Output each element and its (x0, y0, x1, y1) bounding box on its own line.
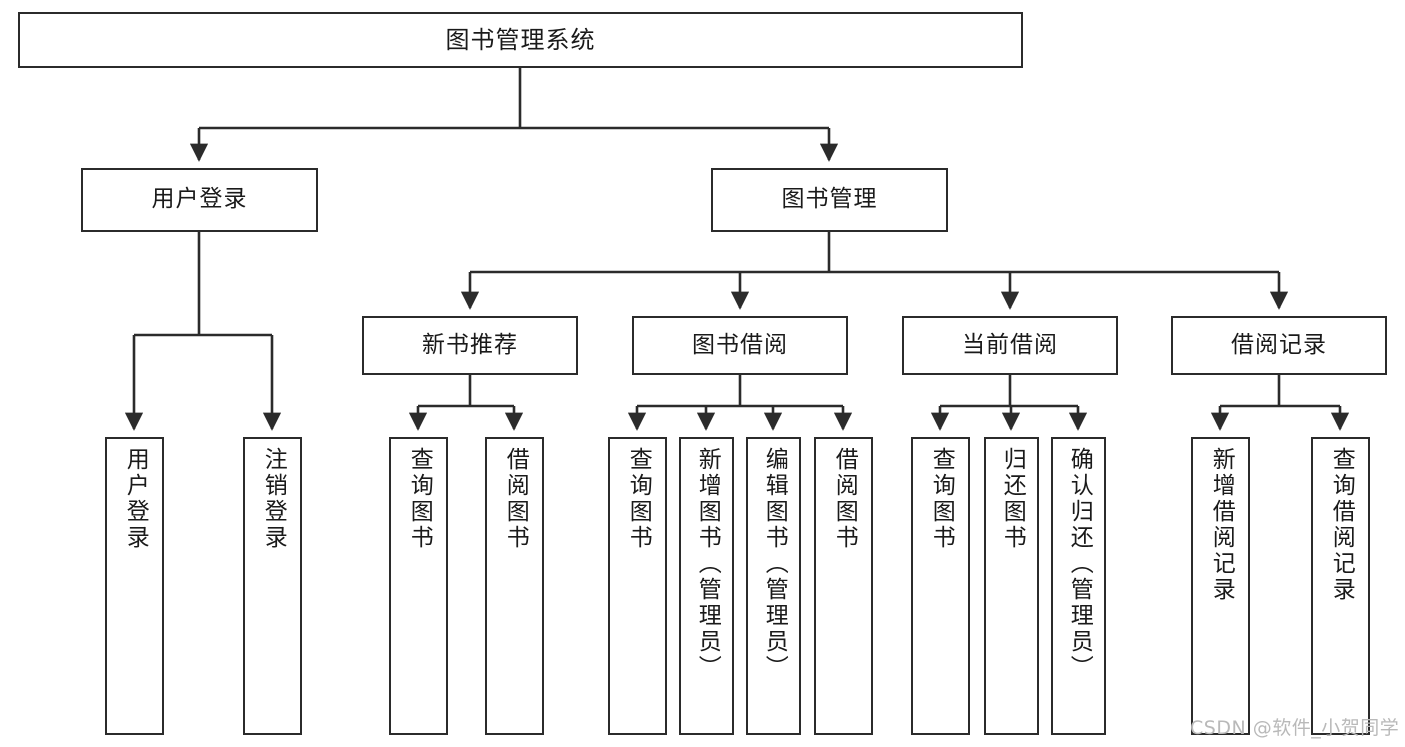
node-borrow-record[interactable]: 借阅记录 (1171, 316, 1387, 375)
leaf-query-book-3-label: 查询图书 (928, 447, 955, 551)
node-new-book-rec[interactable]: 新书推荐 (362, 316, 578, 375)
leaf-user-login-label: 用户登录 (122, 447, 149, 551)
leaf-query-book-1-label: 查询图书 (406, 447, 433, 551)
node-borrow-record-label: 借阅记录 (1231, 331, 1327, 358)
node-book-manage-label: 图书管理 (781, 186, 878, 213)
node-user-login-label: 用户登录 (151, 186, 248, 213)
node-root-label: 图书管理系统 (445, 25, 596, 54)
node-book-borrow[interactable]: 图书借阅 (632, 316, 848, 375)
leaf-add-book-label: 新增图书（管理员） (694, 447, 721, 681)
node-book-borrow-label: 图书借阅 (692, 331, 788, 358)
leaf-return-book[interactable]: 归还图书 (984, 437, 1039, 735)
leaf-query-record-label: 查询借阅记录 (1328, 447, 1355, 603)
leaf-edit-book-label: 编辑图书（管理员） (761, 447, 788, 681)
leaf-edit-book[interactable]: 编辑图书（管理员） (746, 437, 801, 735)
leaf-logout[interactable]: 注销登录 (243, 437, 302, 735)
node-new-book-rec-label: 新书推荐 (422, 331, 518, 358)
leaf-user-login[interactable]: 用户登录 (105, 437, 164, 735)
node-book-manage[interactable]: 图书管理 (711, 168, 948, 232)
leaf-confirm-return[interactable]: 确认归还（管理员） (1051, 437, 1106, 735)
leaf-query-record[interactable]: 查询借阅记录 (1311, 437, 1370, 735)
leaf-borrow-book-1[interactable]: 借阅图书 (485, 437, 544, 735)
leaf-query-book-2-label: 查询图书 (625, 447, 652, 551)
leaf-borrow-book-1-label: 借阅图书 (502, 447, 529, 551)
node-root[interactable]: 图书管理系统 (18, 12, 1023, 68)
leaf-query-book-1[interactable]: 查询图书 (389, 437, 448, 735)
leaf-add-book[interactable]: 新增图书（管理员） (679, 437, 734, 735)
csdn-watermark: CSDN @软件_小贺同学 (1190, 717, 1400, 739)
leaf-query-book-2[interactable]: 查询图书 (608, 437, 667, 735)
leaf-return-book-label: 归还图书 (999, 447, 1026, 551)
node-current-borrow[interactable]: 当前借阅 (902, 316, 1118, 375)
leaf-query-book-3[interactable]: 查询图书 (911, 437, 970, 735)
leaf-borrow-book-2-label: 借阅图书 (831, 447, 858, 551)
leaf-confirm-return-label: 确认归还（管理员） (1066, 447, 1093, 681)
leaf-borrow-book-2[interactable]: 借阅图书 (814, 437, 873, 735)
node-current-borrow-label: 当前借阅 (962, 331, 1058, 358)
node-user-login[interactable]: 用户登录 (81, 168, 318, 232)
leaf-logout-label: 注销登录 (260, 447, 287, 551)
leaf-add-record-label: 新增借阅记录 (1208, 447, 1235, 603)
leaf-add-record[interactable]: 新增借阅记录 (1191, 437, 1250, 735)
